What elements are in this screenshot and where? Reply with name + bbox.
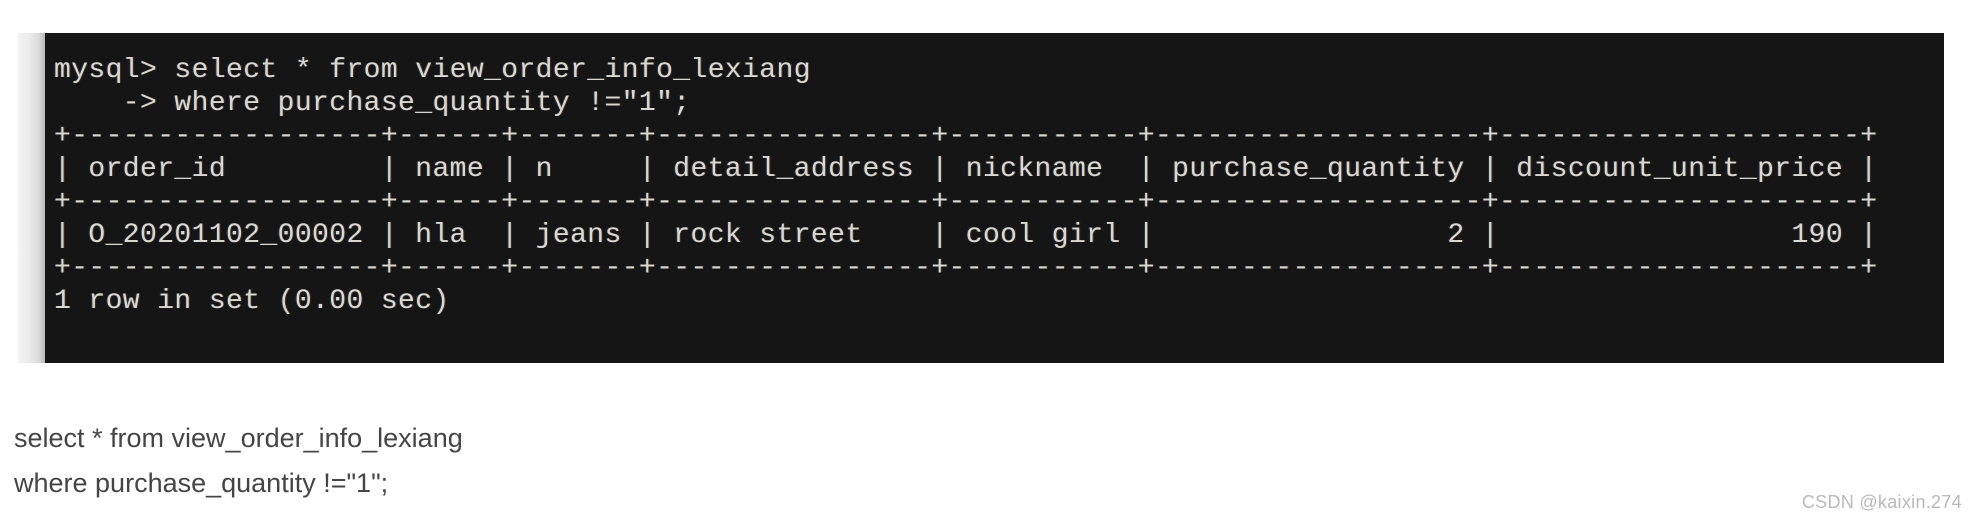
mysql-terminal-output: mysql> select * from view_order_info_lex… xyxy=(54,55,1878,317)
sql-query-text: select * from view_order_info_lexiang wh… xyxy=(14,416,463,506)
csdn-watermark: CSDN @kaixin.274 xyxy=(1801,492,1962,512)
mysql-terminal: mysql> select * from view_order_info_lex… xyxy=(45,33,1944,363)
terminal-screenshot: mysql> select * from view_order_info_lex… xyxy=(18,33,1944,363)
sql-query-line-1: select * from view_order_info_lexiang xyxy=(14,423,463,453)
sql-query-line-2: where purchase_quantity !="1"; xyxy=(14,468,389,498)
scrollbar-strip xyxy=(18,33,45,363)
